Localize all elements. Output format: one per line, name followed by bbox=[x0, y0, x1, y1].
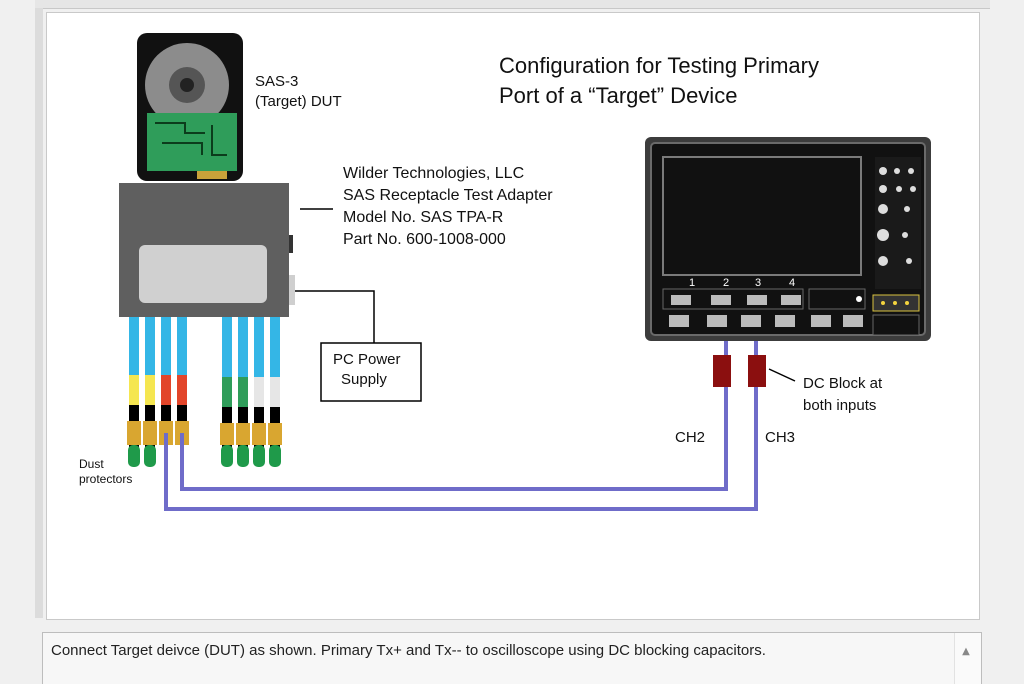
dc-block-label-line2: both inputs bbox=[803, 397, 877, 414]
scope-channel-3-label: 3 bbox=[755, 277, 762, 289]
top-bar bbox=[35, 0, 990, 9]
dut-label-line2: (Target) DUT bbox=[255, 93, 342, 110]
instruction-caption-box: Connect Target deivce (DUT) as shown. Pr… bbox=[42, 632, 982, 684]
diagram-panel: Configuration for Testing Primary Port o… bbox=[46, 12, 980, 620]
configuration-diagram bbox=[119, 33, 931, 511]
diagram-title-line2: Port of a “Target” Device bbox=[499, 83, 738, 108]
ch2-ch3-cables bbox=[164, 313, 758, 511]
sma-cables-right bbox=[220, 317, 282, 467]
diagram-title-line1: Configuration for Testing Primary bbox=[499, 53, 819, 78]
instruction-caption-text: Connect Target deivce (DUT) as shown. Pr… bbox=[51, 642, 766, 659]
adapter-label-line2: SAS Receptacle Test Adapter bbox=[343, 187, 553, 204]
dut-label-line1: SAS-3 bbox=[255, 73, 299, 90]
scope-channel-4-label: 4 bbox=[789, 277, 796, 289]
adapter-label-line3: Model No. SAS TPA-R bbox=[343, 209, 504, 226]
left-edge bbox=[35, 8, 43, 618]
dust-protectors-label-line1: Dust bbox=[79, 457, 104, 471]
dut-drive bbox=[137, 33, 243, 181]
ch3-label: CH3 bbox=[765, 429, 796, 446]
adapter-label-line4: Part No. 600-1008-000 bbox=[343, 231, 506, 248]
test-adapter bbox=[119, 183, 295, 317]
scroll-up-arrow-icon[interactable]: ▲ bbox=[962, 646, 970, 657]
dc-block-label-line1: DC Block at bbox=[803, 375, 883, 392]
power-supply-label-line2: Supply bbox=[341, 371, 387, 388]
sma-cables-left bbox=[127, 317, 189, 467]
power-supply-label-line1: PC Power bbox=[333, 351, 401, 368]
scope-channel-2-label: 2 bbox=[723, 277, 730, 289]
pc-power-supply-box bbox=[295, 290, 422, 402]
scope-channel-1-label: 1 bbox=[689, 277, 696, 289]
dust-protectors-label-line2: protectors bbox=[79, 472, 133, 486]
caption-scrollbar[interactable]: ▲ bbox=[954, 633, 981, 684]
dc-blocks bbox=[713, 355, 796, 387]
ch2-label: CH2 bbox=[675, 429, 706, 446]
oscilloscope bbox=[645, 137, 931, 341]
adapter-label-line1: Wilder Technologies, LLC bbox=[343, 165, 525, 182]
